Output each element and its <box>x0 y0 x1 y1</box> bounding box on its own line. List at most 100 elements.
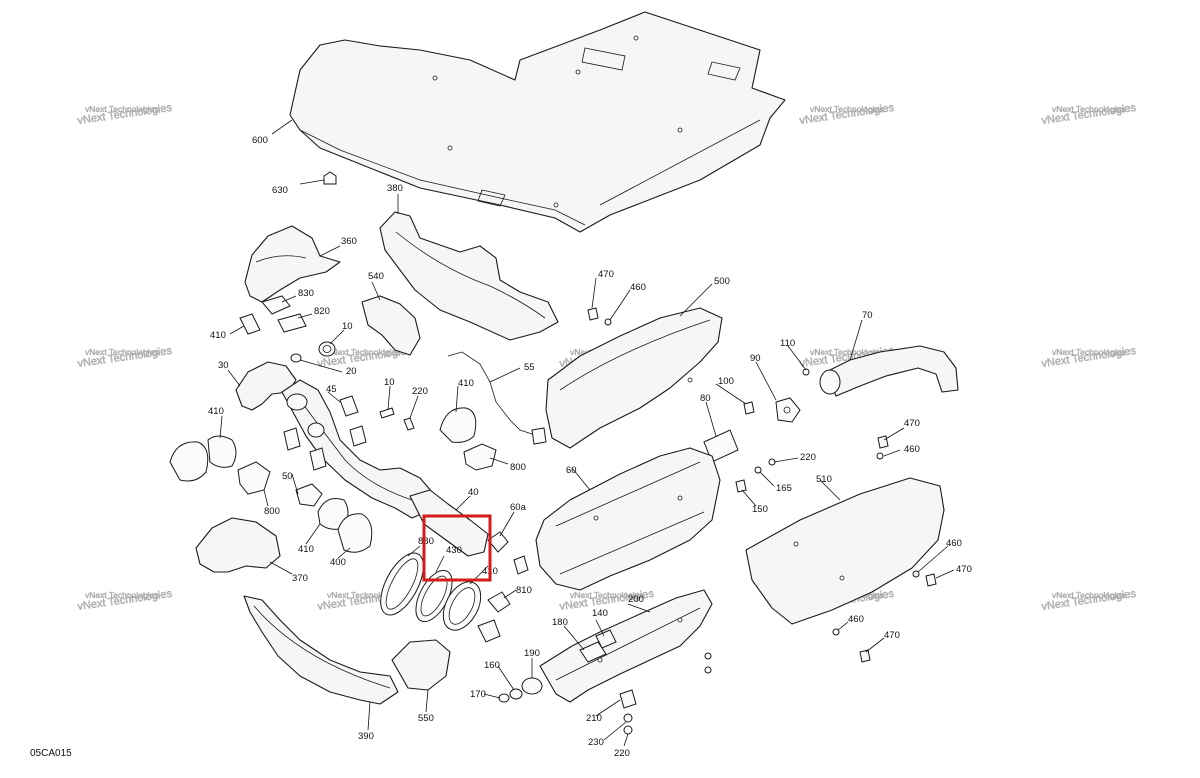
bolt-470-b <box>877 435 889 449</box>
bolt-470-c <box>925 573 937 587</box>
callout-label: 600 <box>252 135 268 146</box>
callout-label: 50 <box>282 471 293 482</box>
watermark: vNext Technologies <box>85 590 159 600</box>
callout-label: 220 <box>800 452 816 463</box>
manifold-shield-360 <box>244 225 341 303</box>
callout-label: 540 <box>368 271 384 282</box>
bushing-140 <box>595 629 617 649</box>
parts <box>169 11 959 735</box>
washer-460-d <box>832 628 840 636</box>
callout-label: 30 <box>218 360 229 371</box>
sensor-55 <box>531 427 547 445</box>
shield-540 <box>361 295 421 356</box>
watermark: vNext Technologies <box>327 590 401 600</box>
callout-label: 160 <box>484 660 500 671</box>
callout-label: 210 <box>586 713 602 724</box>
callout-label: 20 <box>346 366 357 377</box>
watermark: vNext Technologies <box>810 104 884 114</box>
callout-label: 70 <box>862 310 873 321</box>
callout-label: 170 <box>470 689 486 700</box>
washer-460-c <box>912 570 920 578</box>
callout-label: 470 <box>904 418 920 429</box>
callout-label: 230 <box>588 737 604 748</box>
watermark: vNext Technologies <box>85 347 159 357</box>
clamp-410-c <box>169 441 209 482</box>
grommet-190 <box>521 677 543 695</box>
callout-label: 80 <box>700 393 711 404</box>
washer-220-b <box>623 725 633 735</box>
callout-label: 10 <box>342 321 353 332</box>
callout-label: 360 <box>341 236 357 247</box>
pipe-40 <box>409 489 489 557</box>
bolt-150 <box>735 479 747 493</box>
watermark: vNext Technologies <box>1052 104 1126 114</box>
spring-45 <box>339 395 359 417</box>
callout-label: 165 <box>776 483 792 494</box>
watermark: vNext Technologies <box>1052 590 1126 600</box>
muffler-shield-500 <box>545 307 723 449</box>
clamp-400 <box>337 513 373 553</box>
clamp-410-b <box>439 407 477 443</box>
callout-label: 140 <box>592 608 608 619</box>
callout-label: 460 <box>946 538 962 549</box>
callout-label: 430 <box>446 545 462 556</box>
callout-label: 60a <box>510 502 527 513</box>
bolt-110 <box>802 368 810 376</box>
leader-lines <box>219 119 955 747</box>
callout-label: 390 <box>358 731 374 742</box>
bracket-200 <box>539 589 713 703</box>
clip-800-c <box>295 483 323 507</box>
clip-820 <box>277 313 307 333</box>
callout-label: 810 <box>516 585 532 596</box>
tailpipe-70 <box>825 345 959 397</box>
callout-label: 830 <box>298 288 314 299</box>
callout-label: 380 <box>387 183 403 194</box>
heat-shield-panel-600 <box>289 11 786 233</box>
heat-shield-510 <box>745 477 945 625</box>
clip-800-b <box>237 461 271 495</box>
watermark: vNext Technologies <box>327 347 401 357</box>
washer-10 <box>379 407 395 419</box>
callout-label: 500 <box>714 276 730 287</box>
shield-370 <box>195 517 281 573</box>
watermark: vNext Technologies <box>1052 347 1126 357</box>
fastener-630 <box>323 171 337 185</box>
sensor-55-cable <box>447 351 539 437</box>
callout-label: 370 <box>292 573 308 584</box>
pipe-shield-380 <box>379 211 559 341</box>
callout-label: 470 <box>598 269 614 280</box>
watermark: vNext Technologies <box>570 590 644 600</box>
callout-label: 410 <box>210 330 226 341</box>
callout-label: 220 <box>412 386 428 397</box>
callout-label: 410 <box>458 378 474 389</box>
watermark: vNext Technologies <box>85 104 159 114</box>
callout-label: 100 <box>718 376 734 387</box>
muffler-60 <box>535 447 721 591</box>
clip-810-b <box>477 619 501 643</box>
callout-label: 550 <box>418 713 434 724</box>
bolt-470-d <box>859 649 871 663</box>
clamp-410-d <box>207 435 237 468</box>
callout-label: 800 <box>264 506 280 517</box>
callout-label: 510 <box>816 474 832 485</box>
callout-label: 460 <box>848 614 864 625</box>
callout-label: 400 <box>330 557 346 568</box>
callout-label: 10 <box>384 377 395 388</box>
clip-810-a <box>487 591 511 613</box>
gasket-20 <box>290 353 302 363</box>
clip-810-c <box>513 555 529 575</box>
shield-550 <box>391 639 451 691</box>
callout-label: 410 <box>298 544 314 555</box>
clamp-410-e <box>317 498 349 530</box>
watermark: vNext Technologies <box>810 347 884 357</box>
washer-230 <box>623 713 633 723</box>
bolt-470-a <box>587 307 599 321</box>
bolt-210 <box>619 689 637 709</box>
clip-830 <box>261 295 291 315</box>
callout-label: 410 <box>208 406 224 417</box>
highlight-box <box>422 514 492 582</box>
callout-label: 60 <box>566 465 577 476</box>
callout-label: 45 <box>326 384 337 395</box>
callout-label: 460 <box>630 282 646 293</box>
